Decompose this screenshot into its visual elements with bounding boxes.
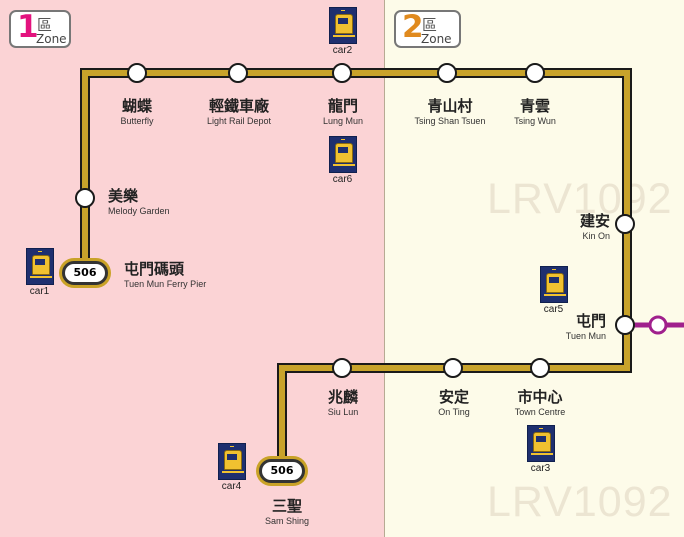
station-label-ferry-pier: 屯門碼頭 Tuen Mun Ferry Pier	[124, 260, 207, 289]
station-marker-town-centre[interactable]	[530, 358, 550, 378]
station-label-kin-on: 建安 Kin On	[579, 212, 610, 241]
station-label-tsing-wun: 青雲 Tsing Wun	[514, 97, 556, 126]
station-label-butterfly: 蝴蝶 Butterfly	[120, 97, 154, 126]
watermark: LRV1092	[487, 175, 673, 223]
station-marker-butterfly[interactable]	[127, 63, 147, 83]
zone-1-badge: 1 區 Zone	[9, 9, 71, 48]
station-marker-melody-garden[interactable]	[75, 188, 95, 208]
tram-car-marker[interactable]: car2	[323, 7, 362, 56]
zone-label: Zone	[421, 32, 452, 46]
watermark: LRV1092	[487, 478, 673, 526]
zone-divider	[384, 0, 385, 537]
car-label: car5	[543, 304, 564, 315]
tram-icon	[25, 248, 54, 285]
zone-han: 區	[422, 16, 438, 34]
station-label-on-ting: 安定 On Ting	[438, 388, 470, 417]
tram-car-marker[interactable]: car3	[521, 425, 560, 474]
station-label-sam-shing: 三聖 Sam Shing	[264, 497, 310, 526]
station-marker-tsing-shan-tsuen[interactable]	[437, 63, 457, 83]
station-marker-tuen-mun[interactable]	[615, 315, 635, 335]
tram-icon	[328, 136, 357, 173]
car-label: car3	[530, 463, 551, 474]
zone-number: 2	[402, 9, 424, 45]
station-marker-depot[interactable]	[228, 63, 248, 83]
car-label: car6	[332, 174, 353, 185]
car-label: car1	[29, 286, 50, 297]
tram-icon	[217, 443, 246, 480]
station-label-melody-garden: 美樂 Melody Garden	[108, 187, 170, 216]
tram-car-marker[interactable]: car5	[534, 266, 573, 315]
route-badge-sam-shing[interactable]: 506	[259, 459, 305, 483]
zone-number: 1	[17, 9, 39, 45]
station-label-tuen-mun: 屯門 Tuen Mun	[565, 312, 606, 341]
route-badge-ferry-pier[interactable]: 506	[62, 261, 108, 285]
car-label: car4	[221, 481, 242, 492]
station-label-lung-mun: 龍門 Lung Mun	[322, 97, 364, 126]
branch-station-marker[interactable]	[648, 315, 668, 335]
tram-icon	[328, 7, 357, 44]
zone-han: 區	[37, 16, 53, 34]
zone-label: Zone	[36, 32, 67, 46]
zone-2-badge: 2 區 Zone	[394, 9, 461, 48]
tram-icon	[539, 266, 568, 303]
station-label-tsing-shan-tsuen: 青山村 Tsing Shan Tsuen	[414, 97, 486, 126]
station-marker-on-ting[interactable]	[443, 358, 463, 378]
car-label: car2	[332, 45, 353, 56]
tram-car-marker[interactable]: car1	[20, 248, 59, 297]
station-label-siu-lun: 兆麟 Siu Lun	[327, 388, 359, 417]
station-label-town-centre: 市中心 Town Centre	[514, 388, 566, 417]
tram-car-marker[interactable]: car6	[323, 136, 362, 185]
station-label-depot: 輕鐵車廠 Light Rail Depot	[206, 97, 272, 126]
tram-car-marker[interactable]: car4	[212, 443, 251, 492]
station-marker-lung-mun[interactable]	[332, 63, 352, 83]
station-marker-tsing-wun[interactable]	[525, 63, 545, 83]
station-marker-siu-lun[interactable]	[332, 358, 352, 378]
tram-icon	[526, 425, 555, 462]
station-marker-kin-on[interactable]	[615, 214, 635, 234]
